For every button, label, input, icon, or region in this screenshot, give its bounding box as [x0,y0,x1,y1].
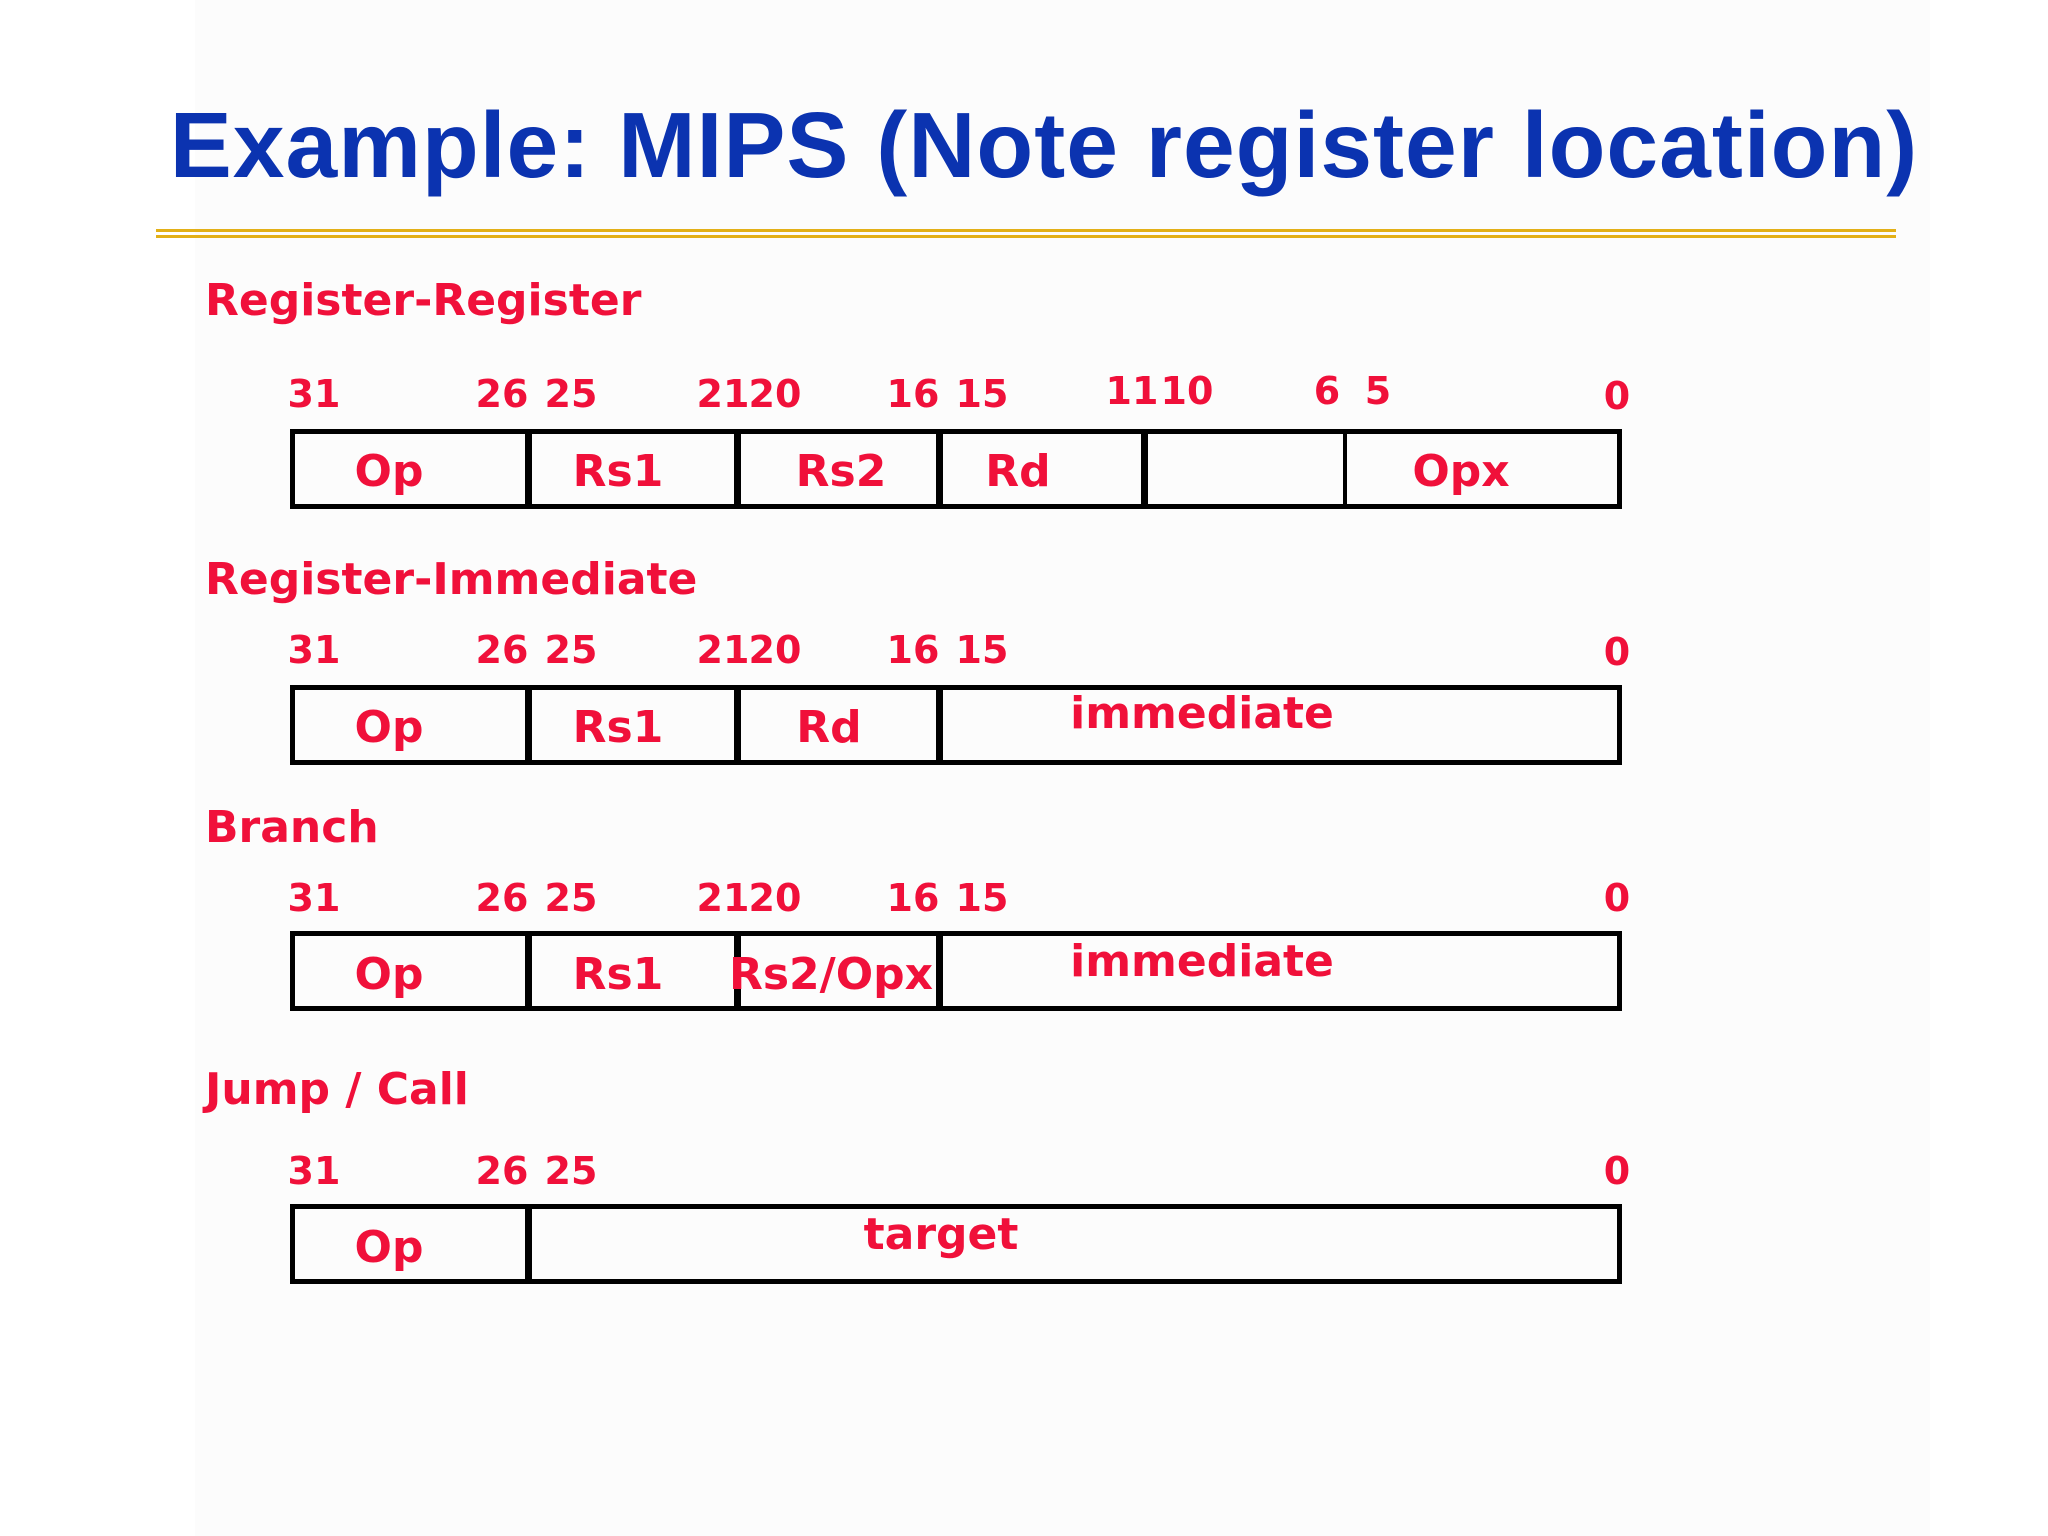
slide-title: Example: MIPS (Note register location) [169,93,1919,197]
title-rule [156,229,1896,238]
